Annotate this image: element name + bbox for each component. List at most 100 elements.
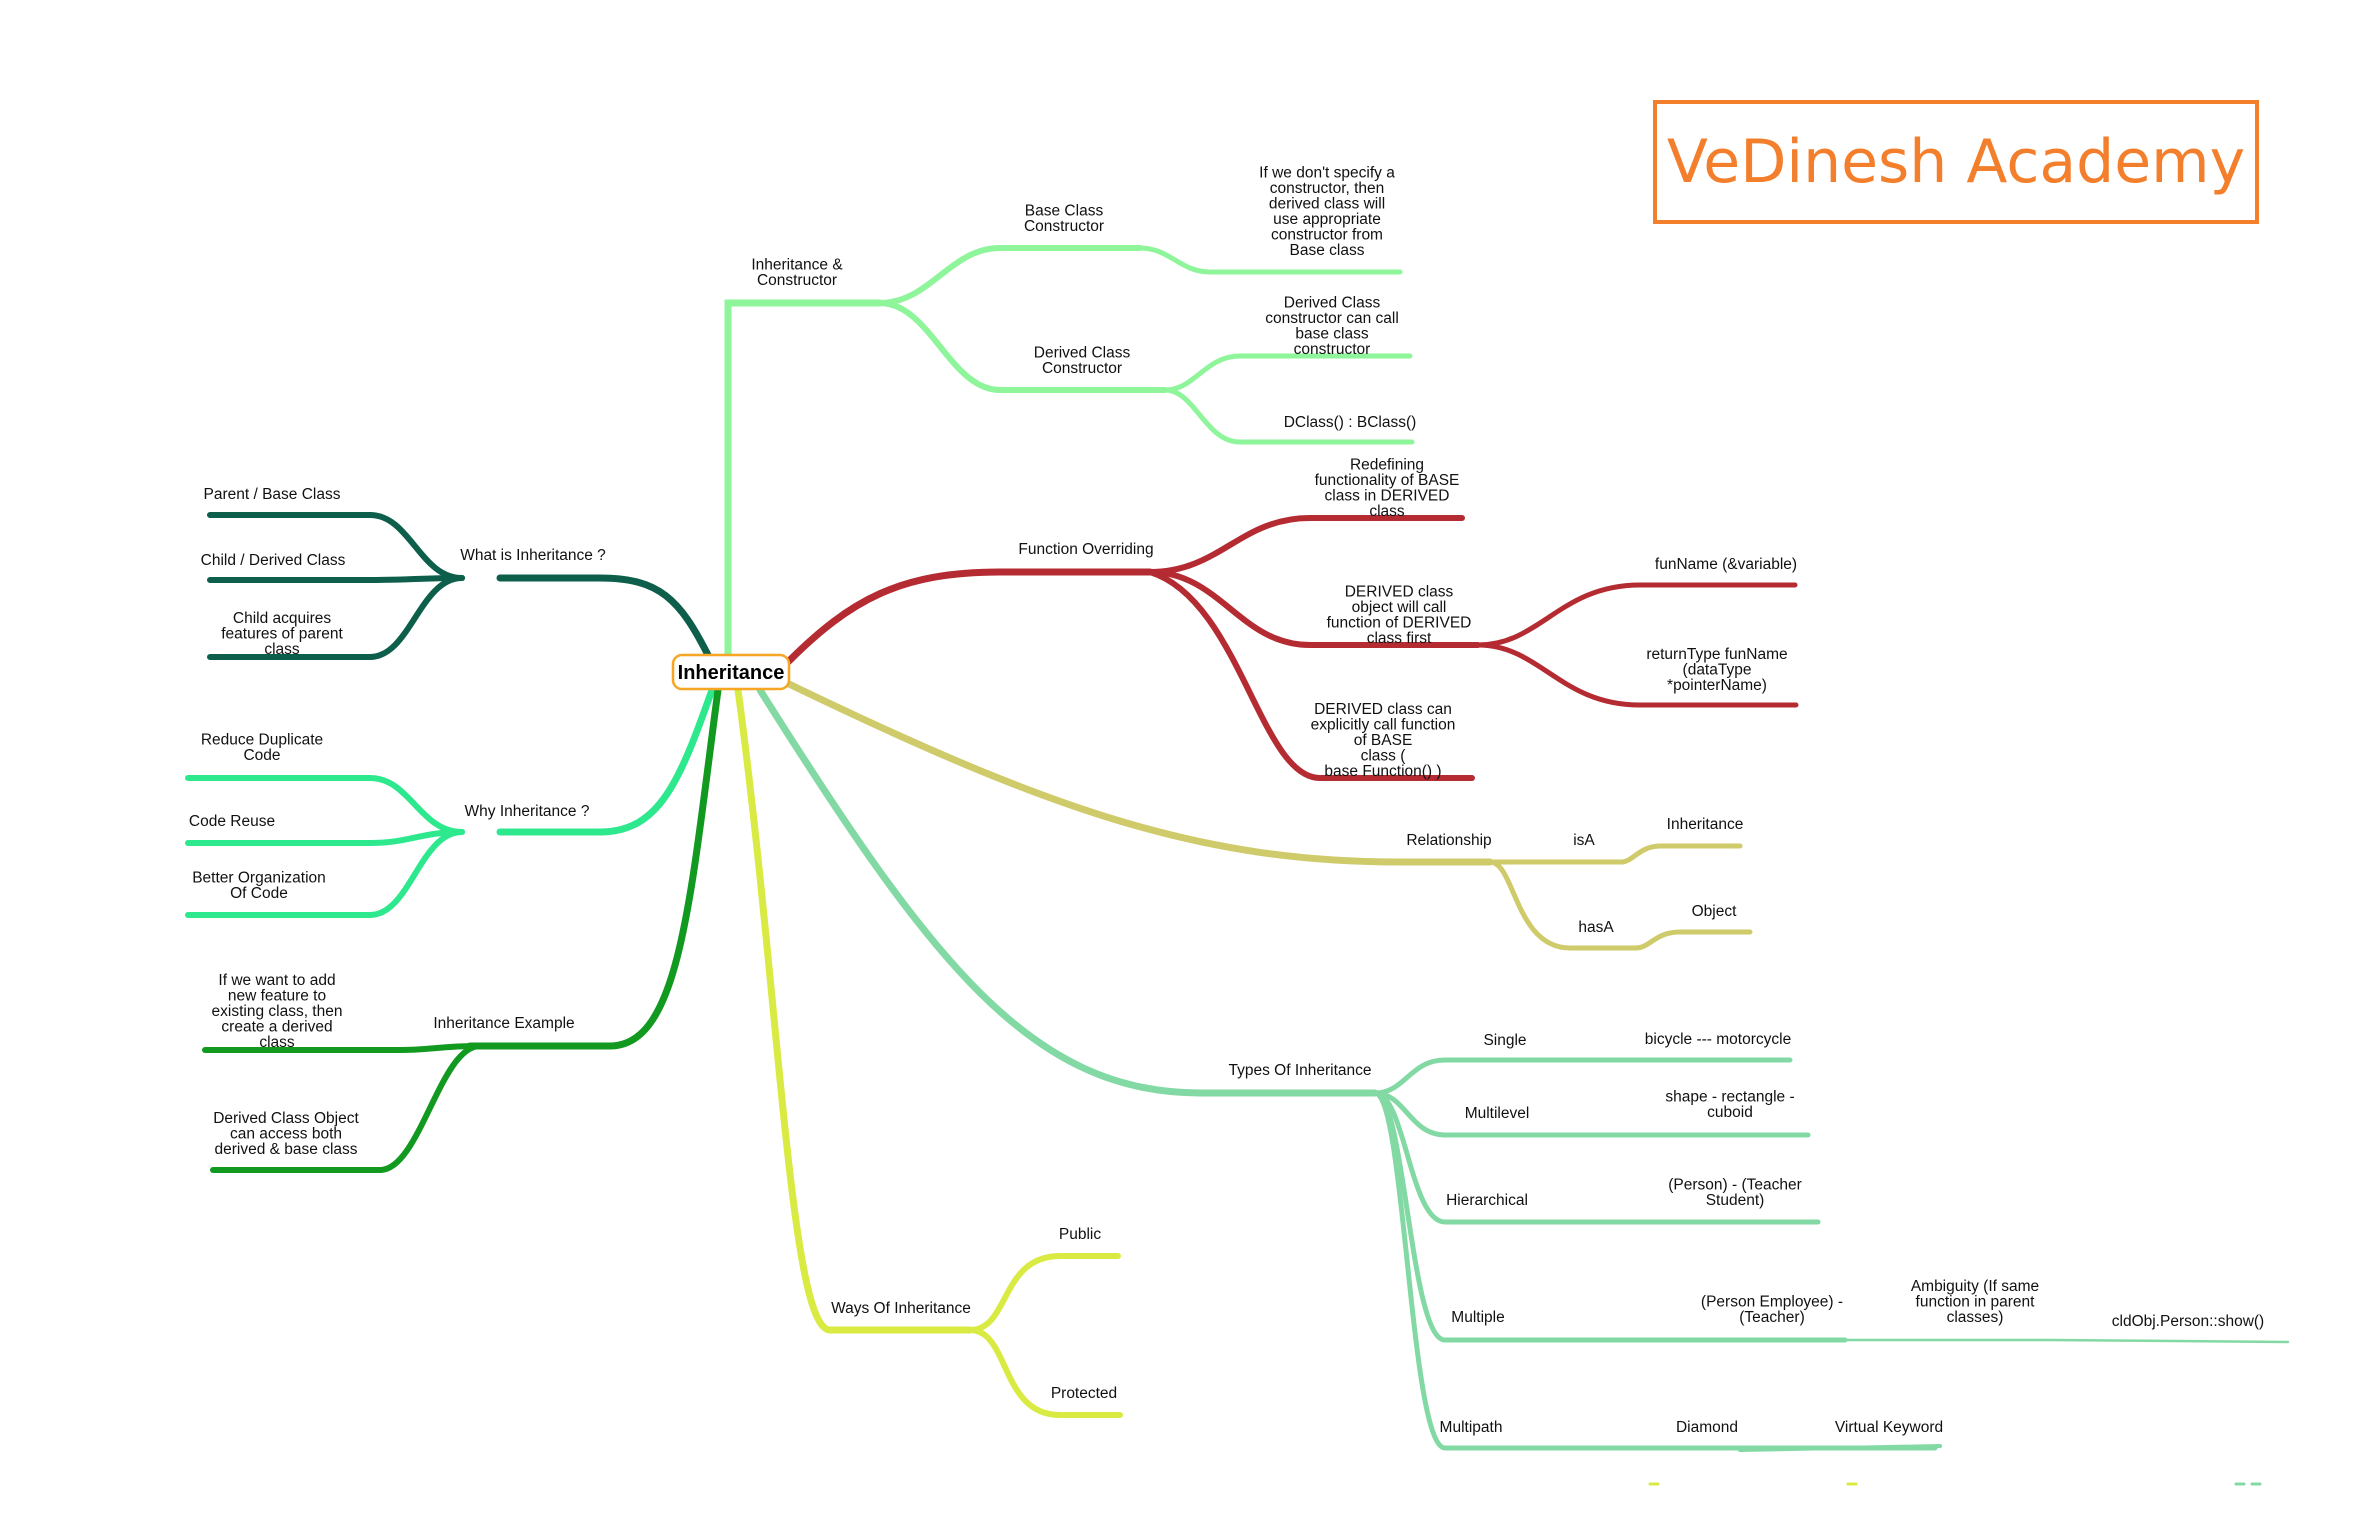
syntax-item-1-line: *pointerName): [1667, 677, 1767, 694]
brand-box: VeDinesh Academy: [1653, 100, 2259, 224]
example-item-0-line: class: [259, 1034, 295, 1051]
override-item-1-line: DERIVED class: [1345, 584, 1454, 601]
type-3-example: (Person Employee) -(Teacher): [1701, 1294, 1843, 1327]
node-types-line: Types Of Inheritance: [1228, 1062, 1371, 1079]
edge-way-0: [967, 1253, 1121, 1333]
edge-layer: [185, 245, 2290, 1486]
example-item-0-line: create a derived: [221, 1019, 332, 1036]
derived-ctor-note-1: DClass() : BClass(): [1284, 414, 1417, 431]
rel-isa-child-line: Inheritance: [1667, 816, 1744, 833]
what-item-2-line: class: [264, 641, 300, 658]
edge-derived-ctor: [877, 300, 1168, 393]
type-4-note-line: Virtual Keyword: [1835, 1419, 1943, 1436]
type-2-line: Hierarchical: [1446, 1192, 1528, 1209]
node-what-is-line: What is Inheritance ?: [460, 547, 606, 564]
edge-type-2: [1372, 1090, 1821, 1225]
what-item-0-line: Parent / Base Class: [204, 486, 341, 503]
type-4-line: Multipath: [1440, 1419, 1503, 1436]
node-why: Why Inheritance ?: [465, 803, 590, 820]
what-item-2-line: features of parent: [221, 626, 343, 643]
override-item-2-line: of BASE: [1354, 732, 1413, 749]
edge-override-2: [1147, 569, 1475, 781]
edge-override-1: [1147, 569, 1481, 648]
branch-relationship: [785, 680, 1494, 866]
derived-ctor-note-0-line: base class: [1295, 326, 1368, 343]
what-item-1: Child / Derived Class: [201, 552, 346, 569]
override-item-1-line: object will call: [1352, 599, 1447, 616]
base-ctor-note-line: use appropriate: [1273, 211, 1381, 228]
override-item-2-line: DERIVED class can: [1314, 701, 1452, 718]
node-overriding-line: Function Overriding: [1018, 541, 1153, 558]
base-ctor-note-line: derived class will: [1269, 196, 1385, 213]
edge-syntax-1: [1475, 642, 1799, 708]
way-1: Protected: [1051, 1385, 1117, 1402]
type-2-example-line: (Person) - (Teacher: [1668, 1177, 1802, 1194]
type-2: Hierarchical: [1446, 1192, 1528, 1209]
override-item-2-line: explicitly call function: [1311, 717, 1456, 734]
why-item-0-line: Code: [243, 747, 280, 764]
edge-isa: [1487, 843, 1743, 865]
node-why-line: Why Inheritance ?: [465, 803, 590, 820]
type-1-example-line: cuboid: [1707, 1104, 1753, 1121]
type-4-note: Virtual Keyword: [1835, 1419, 1943, 1436]
node-base-ctor-line: Base Class: [1025, 203, 1104, 220]
edge-what-2: [207, 575, 465, 660]
rel-hasa-child: Object: [1692, 903, 1737, 920]
base-ctor-note-line: constructor from: [1271, 227, 1383, 244]
node-constructor: Inheritance &Constructor: [751, 257, 843, 290]
override-item-0-line: class in DERIVED: [1325, 488, 1450, 505]
syntax-item-1: returnType funName(dataType*pointerName): [1646, 646, 1787, 694]
edge-what-1: [207, 575, 465, 583]
example-item-1-line: derived & base class: [214, 1141, 357, 1158]
edge-why-0: [185, 775, 465, 835]
rel-isa-child: Inheritance: [1667, 816, 1744, 833]
example-item-0-line: existing class, then: [212, 1003, 343, 1020]
why-item-2-line: Of Code: [230, 885, 288, 902]
example-item-1-line: Derived Class Object: [213, 1110, 359, 1127]
node-derived-ctor-line: Derived Class: [1034, 345, 1131, 362]
type-0: Single: [1483, 1032, 1526, 1049]
edge-example-0: [202, 1043, 483, 1053]
node-derived-ctor-line: Constructor: [1042, 360, 1122, 377]
type-3-note2: cldObj.Person::show(): [2112, 1313, 2264, 1330]
node-relationship: Relationship: [1406, 832, 1491, 849]
type-4-example: Diamond: [1676, 1419, 1738, 1436]
derived-ctor-note-0-line: Derived Class: [1284, 295, 1381, 312]
override-item-1-line: function of DERIVED: [1327, 615, 1472, 632]
type-3-line: Multiple: [1451, 1309, 1504, 1326]
syntax-item-0-line: funName (&variable): [1655, 556, 1797, 573]
example-item-0-line: If we want to add: [218, 972, 335, 989]
override-item-0-line: class: [1369, 503, 1405, 520]
node-what-is: What is Inheritance ?: [460, 547, 606, 564]
edge-example-1: [210, 1043, 483, 1173]
brand-title: VeDinesh Academy: [1666, 127, 2246, 197]
type-1-example: shape - rectangle -cuboid: [1665, 1089, 1794, 1122]
syntax-item-1-line: (dataType: [1683, 662, 1752, 679]
node-relationship-line: Relationship: [1406, 832, 1491, 849]
edge-type-4: [1372, 1090, 1938, 1451]
edge-hasa: [1487, 859, 1753, 951]
way-0: Public: [1059, 1226, 1101, 1243]
edge-base-ctor: [877, 245, 1143, 306]
type-0-line: Single: [1483, 1032, 1526, 1049]
derived-ctor-note-1-line: DClass() : BClass(): [1284, 414, 1417, 431]
base-ctor-note-line: constructor, then: [1270, 180, 1385, 197]
type-1-example-line: shape - rectangle -: [1665, 1089, 1794, 1106]
branch-example: [466, 686, 722, 1050]
branch-why: [496, 686, 716, 836]
node-example-line: Inheritance Example: [433, 1015, 574, 1032]
branch-overriding: [784, 568, 1154, 666]
type-4: Multipath: [1440, 1419, 1503, 1436]
why-item-0-line: Reduce Duplicate: [201, 732, 323, 749]
way-0-line: Public: [1059, 1226, 1101, 1243]
root-node-label: Inheritance: [678, 662, 785, 684]
branch-ways: [734, 686, 974, 1334]
edge-derived-note-1: [1162, 387, 1415, 445]
override-item-2-line: base Function() ): [1324, 763, 1441, 780]
